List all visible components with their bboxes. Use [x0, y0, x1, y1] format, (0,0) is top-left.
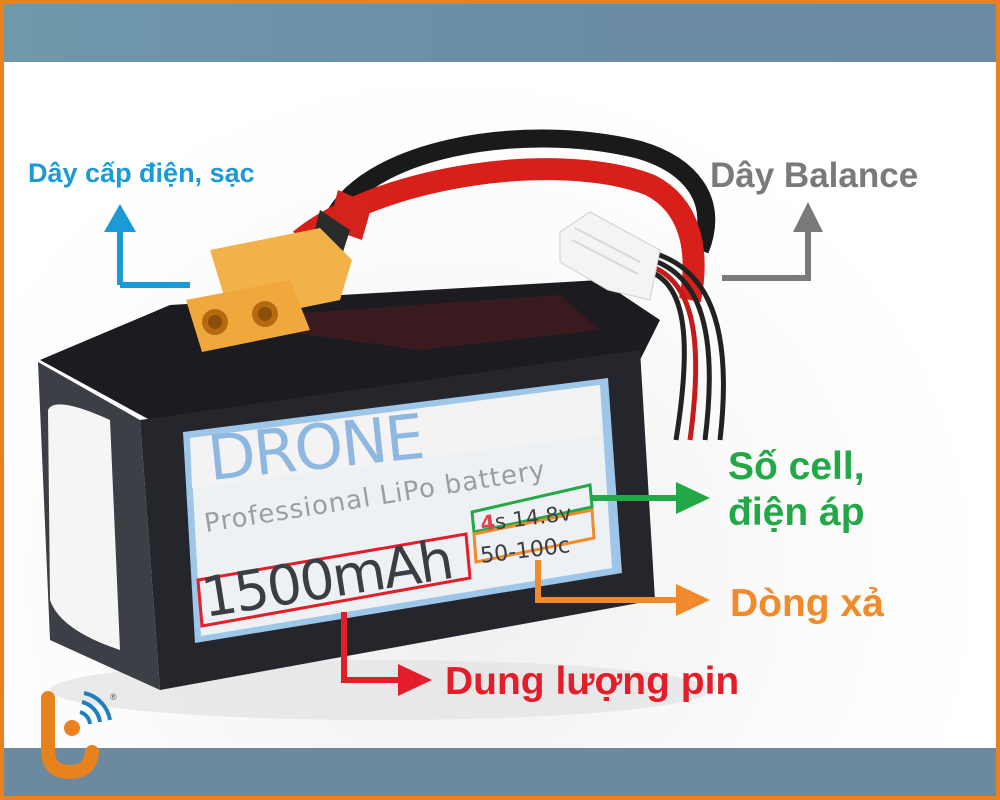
arrow-power	[117, 230, 190, 288]
brand-logo-icon: ®	[41, 691, 117, 780]
discharge-label: Dòng xả	[730, 582, 884, 625]
balance-connector	[559, 211, 661, 301]
image-frame: DRONE Professional LiPo battery 1500mAh …	[4, 4, 996, 796]
balance-wire-label: Dây Balance	[710, 156, 919, 195]
bottom-band	[4, 748, 996, 796]
power-wire-label: Dây cấp điện, sạc	[28, 158, 255, 188]
cell-voltage-line2: điện áp	[728, 491, 865, 534]
battery-illustration	[38, 129, 823, 720]
top-band	[4, 4, 996, 62]
cell-voltage-line1: Số cell,	[728, 445, 865, 488]
capacity-label: Dung lượng pin	[445, 660, 740, 703]
cell-voltage-label: Số cell, điện áp	[728, 444, 865, 536]
xt60-connector	[186, 190, 372, 352]
registered-mark: ®	[110, 692, 117, 702]
